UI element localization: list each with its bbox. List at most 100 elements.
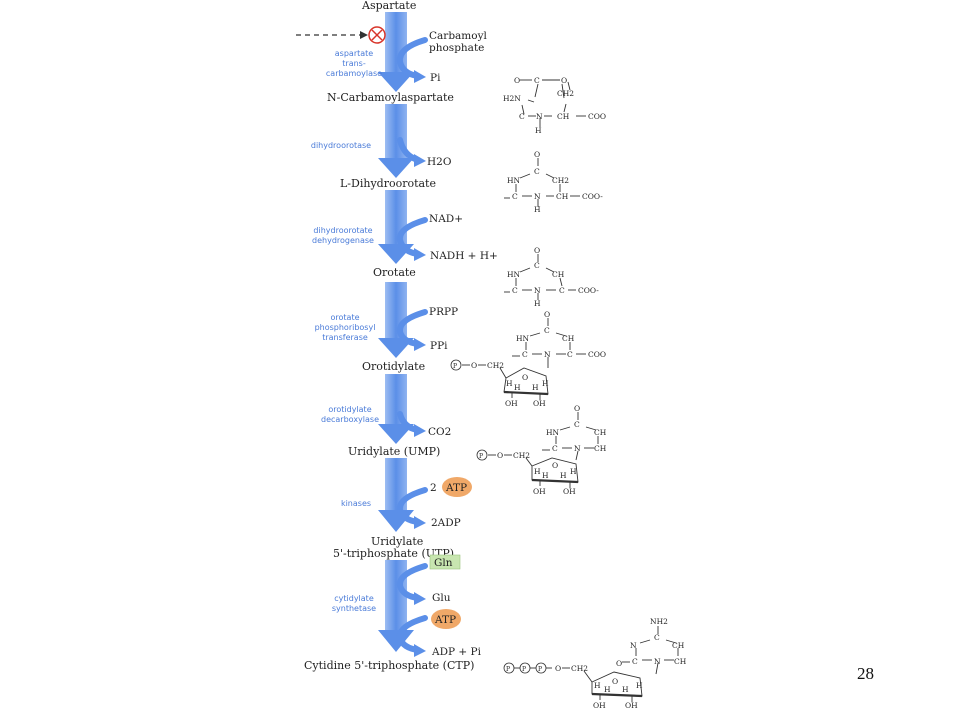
svg-text:H: H [622, 685, 629, 694]
enzyme-atc-line-2: trans- [342, 59, 366, 68]
svg-text:OH: OH [533, 399, 546, 408]
svg-text:H: H [594, 681, 601, 690]
svg-text:C: C [544, 326, 550, 335]
svg-text:C: C [632, 657, 638, 666]
enzyme-oprt-line-1: orotate [331, 313, 360, 322]
svg-text:ATP: ATP [445, 482, 467, 494]
side-molecules: Carbamoyl phosphate Pi H2O NAD+ NADH + H… [427, 30, 498, 658]
svg-text:HN: HN [507, 176, 521, 185]
flow-segment-1 [378, 12, 414, 92]
product-dihydroorotate: L-Dihydroorotate [340, 177, 436, 190]
svg-text:P: P [522, 666, 526, 673]
product-ctp: Cytidine 5'-triphosphate (CTP) [304, 659, 474, 672]
svg-text:OH: OH [505, 399, 518, 408]
svg-text:CH: CH [552, 270, 565, 279]
svg-text:H2N: H2N [503, 94, 521, 103]
svg-text:C: C [512, 192, 518, 201]
svg-text:N: N [534, 192, 541, 201]
side-arrow-4 [396, 309, 428, 347]
svg-text:C: C [654, 633, 660, 642]
svg-text:N: N [534, 286, 541, 295]
pathway-substrates: Aspartate N-Carbamoylaspartate L-Dihydro… [304, 0, 474, 672]
inhibition-icon [368, 26, 386, 44]
svg-text:C: C [522, 350, 528, 359]
enzyme-oprt-line-3: transferase [322, 333, 368, 342]
input-carbamoyl-line-1: Carbamoyl [429, 30, 488, 42]
svg-text:O: O [561, 76, 567, 85]
side-arrow-1 [396, 37, 428, 79]
svg-text:C: C [574, 420, 580, 429]
enzyme-omp-decarboxylase-line-1: orotidylate [328, 405, 371, 414]
svg-text:COO-: COO- [578, 286, 599, 295]
svg-text:NH2: NH2 [650, 617, 668, 626]
svg-text:O: O [555, 664, 561, 673]
flow-column [378, 12, 414, 652]
svg-text:N: N [630, 641, 637, 650]
output-h2o: H2O [427, 156, 452, 168]
svg-text:O: O [612, 677, 618, 686]
svg-text:C: C [552, 444, 558, 453]
product-orotidylate: Orotidylate [362, 360, 425, 373]
svg-text:C: C [534, 167, 540, 176]
svg-text:HN: HN [507, 270, 521, 279]
svg-text:H: H [532, 383, 539, 392]
svg-text:N: N [544, 350, 551, 359]
svg-text:O: O [471, 361, 477, 370]
svg-text:CH2: CH2 [552, 176, 569, 185]
svg-text:C: C [512, 286, 518, 295]
svg-text:CH2: CH2 [557, 89, 574, 98]
flow-segment-2 [378, 104, 414, 178]
svg-text:COO: COO [588, 350, 606, 359]
product-utp-line-1: Uridylate [371, 535, 423, 548]
svg-text:CH2: CH2 [571, 664, 588, 673]
structure-dihydroorotate: O C HN CH2 C N CH COO- H [504, 150, 603, 214]
svg-text:CH: CH [557, 112, 570, 121]
svg-text:P: P [479, 453, 483, 460]
svg-text:O: O [534, 246, 540, 255]
svg-text:C: C [534, 261, 540, 270]
svg-text:H: H [560, 471, 567, 480]
svg-text:O: O [522, 373, 528, 382]
output-adp-pi: ADP + Pi [431, 646, 482, 658]
svg-text:H: H [636, 681, 643, 690]
svg-text:H: H [506, 379, 513, 388]
svg-text:H: H [542, 471, 549, 480]
svg-text:CH: CH [672, 641, 685, 650]
svg-text:N: N [536, 112, 543, 121]
enzyme-ctp-synthetase-line-2: synthetase [332, 604, 376, 613]
svg-text:HN: HN [546, 428, 560, 437]
svg-text:C: C [534, 76, 540, 85]
structure-orotidylate: O C HN CH C N C COO P O CH2 O H H H H OH… [450, 310, 606, 408]
svg-text:H: H [570, 467, 577, 476]
svg-text:P: P [453, 363, 457, 370]
product-carbamoylaspartate: N-Carbamoylaspartate [327, 91, 454, 104]
svg-text:P: P [506, 666, 510, 673]
page-number: 28 [857, 664, 874, 683]
svg-text:COO-: COO- [582, 192, 603, 201]
svg-text:CH: CH [674, 657, 687, 666]
side-arrow-6 [396, 487, 428, 525]
svg-text:CH: CH [594, 444, 607, 453]
enzyme-dhodh-line-1: dihydroorotate [313, 226, 372, 235]
svg-text:CH2: CH2 [487, 361, 504, 370]
output-pi: Pi [430, 72, 441, 84]
svg-text:C: C [519, 112, 525, 121]
svg-text:H: H [534, 299, 541, 308]
output-co2: CO2 [428, 426, 451, 438]
svg-text:C: C [559, 286, 565, 295]
svg-text:H: H [535, 126, 542, 135]
structure-ctp: NH2 C N CH C N CH O P P P O CH2 O H H H … [503, 617, 687, 710]
svg-text:CH: CH [562, 334, 575, 343]
svg-text:N: N [574, 444, 581, 453]
atp-badge-1: ATP [442, 477, 472, 497]
enzyme-labels: aspartate trans- carbamoylase dihydrooro… [311, 49, 382, 613]
svg-text:H: H [542, 379, 549, 388]
enzyme-atc-line-3: carbamoylase [326, 69, 382, 78]
svg-text:ATP: ATP [434, 614, 456, 626]
structure-orotate: O C HN CH C N C COO- H [504, 246, 599, 308]
svg-text:COO: COO [588, 112, 606, 121]
product-utp-line-2: 5'-triphosphate (UTP) [333, 547, 454, 560]
svg-text:CH2: CH2 [513, 451, 530, 460]
flow-segment-5 [378, 374, 414, 444]
